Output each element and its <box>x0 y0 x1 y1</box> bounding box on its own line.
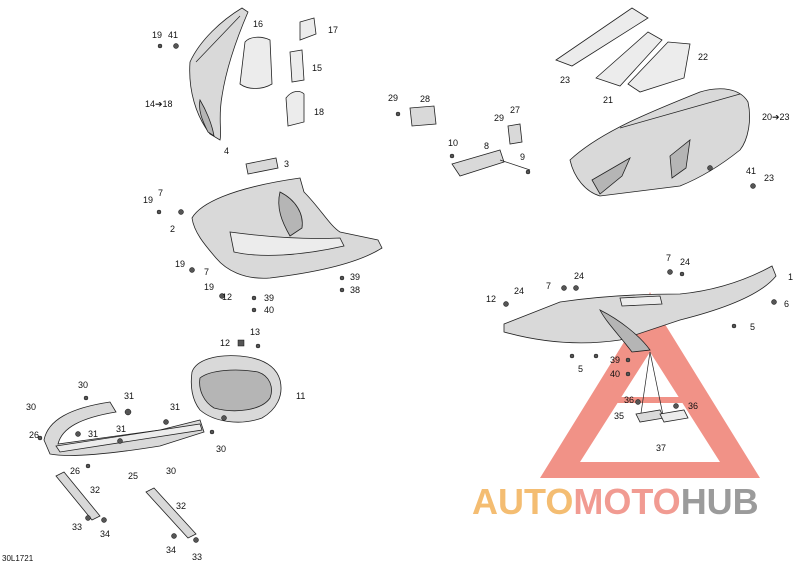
callout-12a: 12 <box>222 292 232 302</box>
callout-19a: 19 <box>152 30 162 40</box>
callout-38: 38 <box>350 285 360 295</box>
callout-24b: 24 <box>574 271 584 281</box>
callout-7c: 7 <box>546 281 551 291</box>
callout-5a: 5 <box>750 322 755 332</box>
callout-36a: 36 <box>624 395 634 405</box>
watermark-triangle-icon <box>540 300 760 478</box>
callout-34a: 34 <box>100 529 110 539</box>
callout-26b: 26 <box>70 466 80 476</box>
callout-9: 9 <box>520 152 525 162</box>
callout-20: 20➔23 <box>762 112 790 122</box>
bumper-assembly <box>37 395 215 469</box>
callout-18: 18 <box>314 107 324 117</box>
callout-8: 8 <box>484 141 489 151</box>
callout-33b: 33 <box>192 552 202 562</box>
callout-40b: 40 <box>610 369 620 379</box>
watermark-word-2: MOTO <box>573 481 680 522</box>
callout-35: 35 <box>614 411 624 421</box>
callout-29a: 29 <box>388 93 398 103</box>
callout-6: 6 <box>784 299 789 309</box>
callout-30a: 30 <box>78 380 88 390</box>
fender-assembly <box>555 7 756 197</box>
callout-23b: 23 <box>764 173 774 183</box>
brackets-assembly <box>395 105 531 177</box>
callout-5b: 5 <box>578 364 583 374</box>
callout-32a: 32 <box>90 485 100 495</box>
bumper-brackets <box>55 471 199 543</box>
frame-rail-assembly <box>503 265 777 423</box>
callout-30c: 30 <box>166 466 176 476</box>
callout-19d: 19 <box>204 282 214 292</box>
callout-15: 15 <box>312 63 322 73</box>
svg-text:AUTOMOTOHUB: AUTOMOTOHUB <box>472 481 759 522</box>
callout-41a: 41 <box>168 30 178 40</box>
grille-assembly <box>190 339 282 423</box>
callout-26a: 26 <box>29 430 39 440</box>
callout-11: 11 <box>296 391 305 401</box>
callout-24c: 24 <box>680 257 690 267</box>
callout-4: 4 <box>224 146 229 156</box>
belly-pan-assembly <box>156 157 383 313</box>
callout-7b: 7 <box>204 267 209 277</box>
callout-40a: 40 <box>264 305 274 315</box>
callout-12c: 12 <box>486 294 496 304</box>
document-reference: 30L1721 <box>2 554 34 563</box>
callout-24a: 24 <box>514 286 524 296</box>
callout-31c: 31 <box>116 424 126 434</box>
callout-7a: 7 <box>158 188 163 198</box>
callout-21: 21 <box>603 95 613 105</box>
watermark-word-1: AUTO <box>472 481 573 522</box>
side-panel-assembly <box>157 7 317 141</box>
callout-1: 1 <box>788 272 793 282</box>
callout-27: 27 <box>510 105 520 115</box>
callout-19b: 19 <box>143 195 153 205</box>
callout-labels: 1 2 3 4 5 5 6 7 7 7 7 8 9 10 11 12 12 12… <box>26 19 793 562</box>
callout-41b: 41 <box>746 166 756 176</box>
callout-12b: 12 <box>220 338 230 348</box>
callout-10: 10 <box>448 138 458 148</box>
callout-7d: 7 <box>666 253 671 263</box>
callout-33a: 33 <box>72 522 82 532</box>
callout-23a: 23 <box>560 75 570 85</box>
watermark: AUTOMOTOHUB <box>472 291 760 522</box>
callout-39b: 39 <box>264 293 274 303</box>
callout-22: 22 <box>698 52 708 62</box>
watermark-word-3: HUB <box>681 481 759 522</box>
callout-2: 2 <box>170 224 175 234</box>
callout-31a: 31 <box>124 391 134 401</box>
callout-31d: 31 <box>170 402 180 412</box>
callout-17: 17 <box>328 25 338 35</box>
callout-28: 28 <box>420 94 430 104</box>
callout-29b: 29 <box>494 113 504 123</box>
callout-31b: 31 <box>88 429 98 439</box>
callout-39a: 39 <box>350 272 360 282</box>
callout-32b: 32 <box>176 501 186 511</box>
callout-39c: 39 <box>610 355 620 365</box>
callout-13: 13 <box>250 327 260 337</box>
callout-36b: 36 <box>688 401 698 411</box>
callout-30d: 30 <box>216 444 226 454</box>
callout-19c: 19 <box>175 259 185 269</box>
callout-25: 25 <box>128 471 138 481</box>
callout-3: 3 <box>284 159 289 169</box>
callout-37: 37 <box>656 443 666 453</box>
callout-16: 16 <box>253 19 263 29</box>
callout-34b: 34 <box>166 545 176 555</box>
callout-14: 14➔18 <box>145 99 173 109</box>
callout-30b: 30 <box>26 402 36 412</box>
